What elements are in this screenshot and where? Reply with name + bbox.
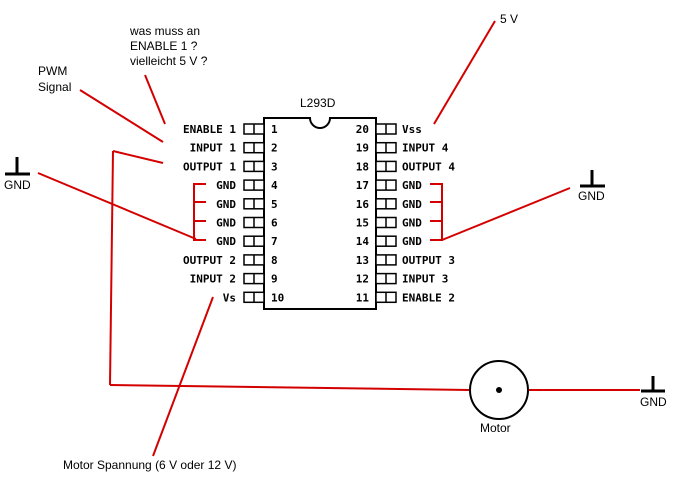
pin-label: INPUT 2 bbox=[190, 273, 236, 286]
pin-number: 3 bbox=[271, 160, 278, 173]
wire-right-gnd bbox=[441, 187, 571, 241]
svg-text:PWM: PWM bbox=[38, 64, 67, 78]
pin-label: Vss bbox=[402, 123, 422, 136]
chip-pin-left: GND 4 bbox=[216, 179, 278, 192]
pin-label: OUTPUT 4 bbox=[402, 160, 455, 173]
pin-label: INPUT 1 bbox=[190, 142, 237, 155]
svg-text:ENABLE 1 ?: ENABLE 1 ? bbox=[130, 39, 198, 53]
svg-text:Signal: Signal bbox=[38, 80, 71, 94]
pin-number: 20 bbox=[356, 123, 369, 136]
chip-pin-left: INPUT 2 9 bbox=[190, 273, 278, 286]
chip-pin-right: 19 INPUT 4 bbox=[356, 142, 449, 155]
chip-pin-left: INPUT 1 2 bbox=[190, 142, 278, 155]
wires bbox=[37, 20, 640, 457]
annotation-enable-question: was muss an ENABLE 1 ? vielleicht 5 V ? bbox=[129, 24, 208, 68]
motor-label: Motor bbox=[480, 421, 511, 435]
pin-number: 12 bbox=[356, 273, 369, 286]
annotation-5v: 5 V bbox=[500, 12, 518, 26]
chip-pin-left: OUTPUT 2 8 bbox=[183, 254, 278, 267]
chip-pin-right: 12 INPUT 3 bbox=[356, 273, 449, 286]
pin-number: 8 bbox=[271, 254, 278, 267]
pin-label: GND bbox=[402, 217, 422, 230]
pin-number: 18 bbox=[356, 160, 369, 173]
ground-label-motor: GND bbox=[640, 395, 667, 409]
pin-label: ENABLE 2 bbox=[402, 291, 455, 304]
pin-number: 2 bbox=[271, 142, 278, 155]
motor: Motor bbox=[469, 360, 529, 435]
pin-label: INPUT 3 bbox=[402, 273, 448, 286]
pin-label: GND bbox=[402, 179, 422, 192]
wire-output1-motor bbox=[109, 384, 471, 391]
pin-label: OUTPUT 1 bbox=[183, 160, 236, 173]
wire-enable-question bbox=[144, 74, 166, 125]
pin-number: 16 bbox=[356, 198, 370, 211]
wire-pwm-input1 bbox=[79, 89, 164, 143]
wire-output1-b bbox=[109, 150, 114, 386]
chip-pin-left: GND 6 bbox=[216, 217, 278, 230]
chip-pin-right: 17 GND bbox=[356, 179, 422, 192]
chip-pin-right: 11 ENABLE 2 bbox=[356, 291, 455, 304]
pin-number: 11 bbox=[356, 291, 370, 304]
l293d-chip: L293D bbox=[263, 96, 377, 310]
pin-number: 6 bbox=[271, 217, 278, 230]
annotation-motor-voltage: Motor Spannung (6 V oder 12 V) bbox=[63, 458, 236, 472]
pin-label: ENABLE 1 bbox=[183, 123, 236, 136]
pin-label: Vs bbox=[223, 291, 236, 304]
chip-pin-right: 16 GND bbox=[356, 198, 422, 211]
pin-label: GND bbox=[216, 179, 236, 192]
motor-circle-icon bbox=[469, 360, 529, 420]
ground-symbol-motor: GND bbox=[640, 376, 667, 409]
wire-motor-voltage bbox=[152, 296, 214, 457]
pin-number: 9 bbox=[271, 273, 278, 286]
wire-5v bbox=[433, 20, 496, 125]
ground-symbol-left: GND bbox=[4, 157, 31, 192]
chip-pin-right: 14 GND bbox=[356, 235, 422, 248]
chip-outline bbox=[263, 117, 377, 310]
wire-left-gnd bbox=[37, 172, 197, 240]
ground-label-left: GND bbox=[4, 178, 31, 192]
annotation-pwm: PWM Signal bbox=[38, 64, 71, 94]
chip-name: L293D bbox=[300, 96, 336, 110]
pin-label: OUTPUT 2 bbox=[183, 254, 236, 267]
pin-number: 4 bbox=[271, 179, 278, 192]
chip-pin-right: 18 OUTPUT 4 bbox=[356, 160, 456, 173]
pin-label: GND bbox=[216, 217, 236, 230]
chip-pin-left: GND 5 bbox=[216, 198, 278, 211]
svg-text:vielleicht 5 V ?: vielleicht 5 V ? bbox=[130, 54, 208, 68]
chip-pin-left: GND 7 bbox=[216, 235, 278, 248]
pin-label: INPUT 4 bbox=[402, 142, 449, 155]
pin-number: 10 bbox=[271, 291, 284, 304]
pin-number: 5 bbox=[271, 198, 278, 211]
wire-left-gnd-bracket bbox=[193, 183, 206, 241]
chip-pin-left: ENABLE 1 1 bbox=[183, 123, 278, 136]
pin-label: GND bbox=[216, 235, 236, 248]
pin-number: 7 bbox=[271, 235, 278, 248]
pin-number: 17 bbox=[356, 179, 369, 192]
pin-number: 14 bbox=[356, 235, 370, 248]
pin-label: GND bbox=[402, 235, 422, 248]
wire-right-gnd-bracket bbox=[430, 183, 443, 241]
pin-label: GND bbox=[402, 198, 422, 211]
pin-number: 19 bbox=[356, 142, 369, 155]
chip-pin-left: Vs 10 bbox=[223, 291, 285, 304]
pin-number: 1 bbox=[271, 123, 278, 136]
wire-output1-a bbox=[112, 150, 164, 164]
chip-pin-right: 15 GND bbox=[356, 217, 422, 230]
pin-label: GND bbox=[216, 198, 236, 211]
motor-center-dot bbox=[496, 387, 502, 393]
chip-pin-right: 13 OUTPUT 3 bbox=[356, 254, 455, 267]
chip-pin-right: 20 Vss bbox=[356, 123, 422, 136]
ground-symbol-right: GND bbox=[578, 170, 605, 203]
pin-label: OUTPUT 3 bbox=[402, 254, 455, 267]
chip-pin-left: OUTPUT 1 3 bbox=[183, 160, 278, 173]
pin-number: 13 bbox=[356, 254, 369, 267]
pin-number: 15 bbox=[356, 217, 369, 230]
svg-text:was muss an: was muss an bbox=[129, 24, 200, 38]
ground-label-right: GND bbox=[578, 189, 605, 203]
